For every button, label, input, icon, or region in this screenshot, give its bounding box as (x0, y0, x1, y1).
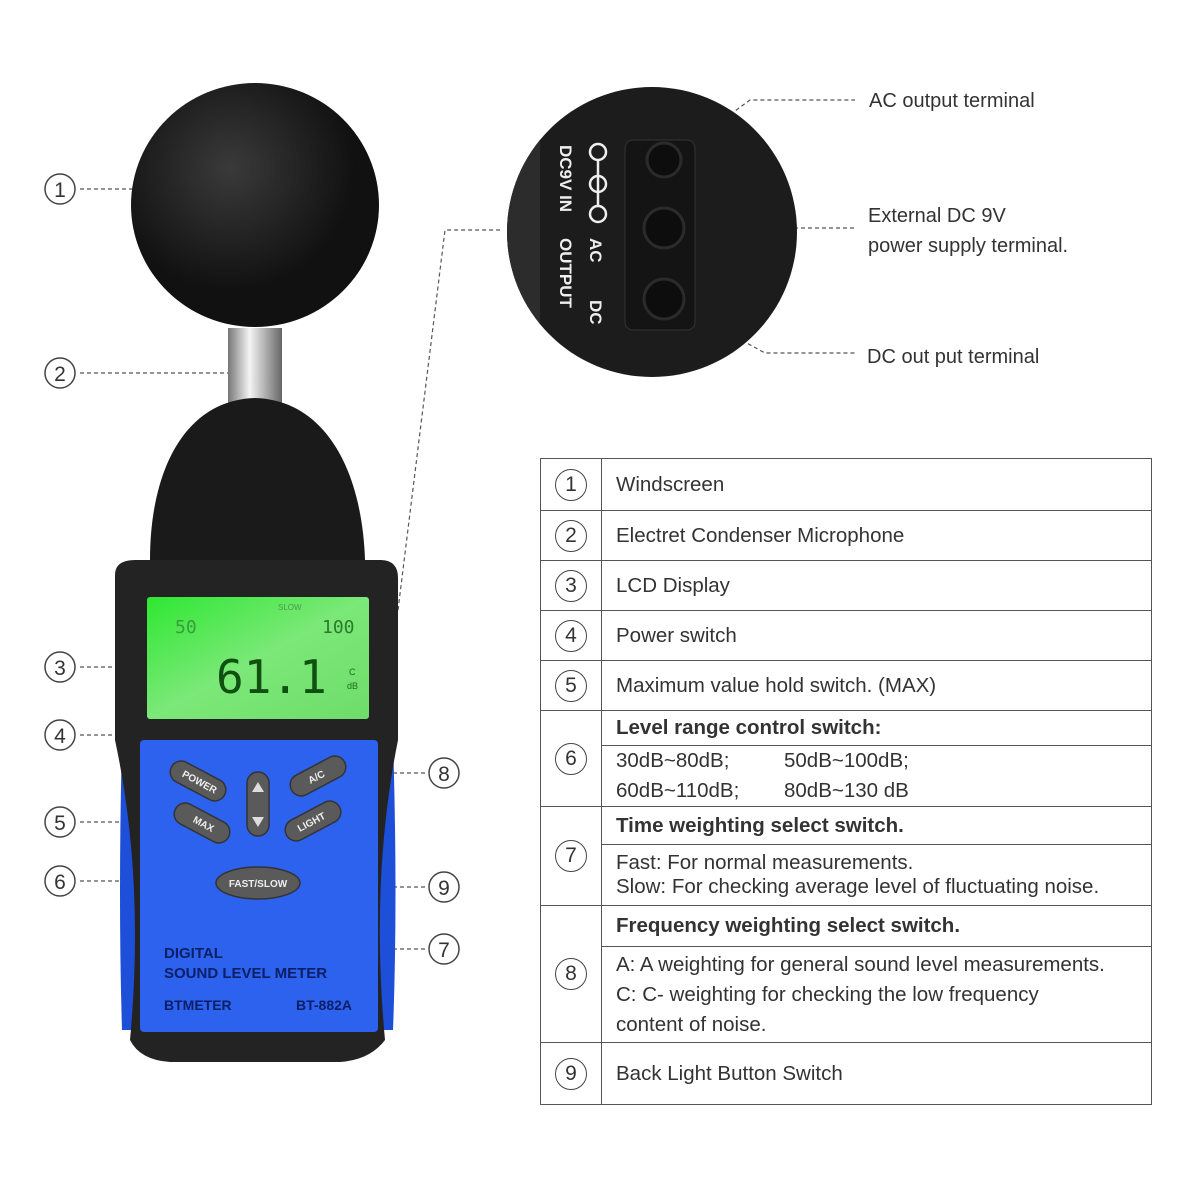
part-2: Electret Condenser Microphone (601, 510, 1152, 561)
part-4: Power switch (601, 610, 1152, 661)
lcd-reading: 61.1 (216, 650, 327, 704)
callout-2: 2 (54, 363, 66, 386)
callout-5: 5 (54, 812, 66, 835)
callout-4: 4 (54, 725, 66, 748)
dc9v-input-port (642, 206, 686, 250)
ac-output-label: AC output terminal (869, 90, 1035, 112)
port-label-output: OUTPUT (556, 238, 575, 309)
fast-slow-button[interactable] (215, 866, 301, 900)
part-8-title: Frequency weighting select switch. (601, 905, 1152, 947)
meter-head (150, 398, 365, 560)
light-button[interactable] (281, 797, 344, 845)
dc9v-label-2: power supply terminal. (868, 235, 1069, 257)
dc9v-label-1: External DC 9V (868, 205, 1006, 227)
lcd-unit: dB (347, 681, 358, 691)
lcd-left-scale: 50 (175, 617, 197, 638)
microphone-stem (228, 328, 282, 408)
callout-circles (44, 173, 460, 965)
dc-output-port (642, 277, 686, 321)
polarity-icon (588, 142, 608, 224)
lcd-mode: SLOW (278, 603, 302, 612)
lcd-weighting: C (349, 667, 356, 677)
part-5: Maximum value hold switch. (MAX) (601, 660, 1152, 711)
port-inset: DC9V IN AC OUTPUT DC (507, 87, 797, 377)
device-model: BT-882A (296, 997, 352, 1013)
callout-6: 6 (54, 871, 66, 894)
device-title-1: DIGITAL (164, 945, 223, 962)
callout-8: 8 (438, 763, 450, 786)
device-title-2: SOUND LEVEL METER (164, 965, 327, 982)
ac-button[interactable] (286, 752, 349, 800)
device-brand: BTMETER (164, 997, 232, 1013)
callout-3: 3 (54, 657, 66, 680)
part-7-title: Time weighting select switch. (601, 806, 1152, 845)
lcd-right-scale: 100 (322, 617, 355, 638)
part-6-detail: 30dB~80dB;50dB~100dB;60dB~110dB;80dB~130… (601, 745, 1152, 807)
part-8-detail: A: A weighting for general sound level m… (601, 946, 1152, 1043)
windscreen (131, 83, 379, 327)
port-label-dc: DC (586, 300, 605, 325)
ac-output-port (645, 141, 683, 179)
range-up-down-button[interactable] (246, 771, 270, 837)
port-label-dc9v: DC9V IN (556, 145, 575, 212)
callout-1: 1 (54, 179, 66, 202)
port-label-ac: AC (586, 238, 605, 263)
part-3: LCD Display (601, 560, 1152, 611)
arrow-icons (252, 782, 264, 827)
part-9: Back Light Button Switch (601, 1042, 1152, 1105)
power-button[interactable] (166, 757, 229, 805)
lcd-display (147, 597, 369, 719)
part-1: Windscreen (601, 458, 1152, 511)
max-button[interactable] (170, 799, 233, 847)
callout-9: 9 (438, 877, 450, 900)
callout-7: 7 (438, 939, 450, 962)
fast-slow-label: FAST/SLOW (229, 879, 288, 890)
dc-output-label: DC out put terminal (867, 346, 1040, 368)
part-6-title: Level range control switch: (601, 710, 1152, 746)
part-7-detail: Fast: For normal measurements.Slow: For … (601, 844, 1152, 906)
